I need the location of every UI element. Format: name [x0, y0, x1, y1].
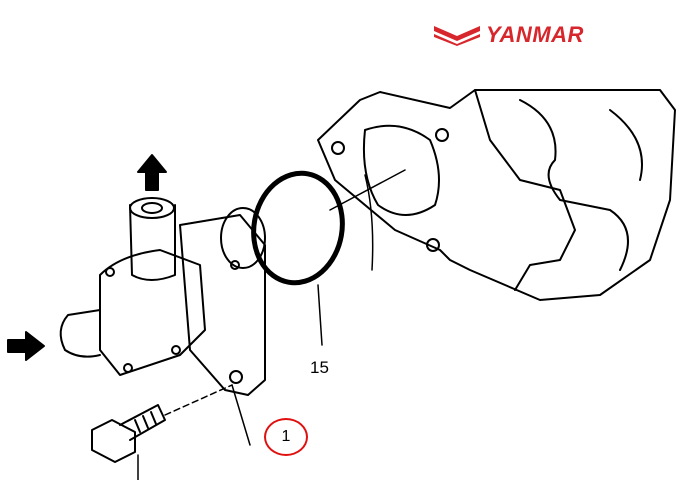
leader-line-15 [317, 284, 323, 346]
o-ring [251, 170, 345, 286]
thermostat-cover [59, 197, 266, 396]
yanmar-logo: YANMAR [434, 22, 584, 48]
bolt [91, 404, 166, 480]
leader-line-1 [231, 384, 251, 446]
yanmar-chevron-icon [434, 26, 480, 46]
flow-in-arrow-icon [7, 331, 45, 361]
callout-1-highlighted: 1 [264, 418, 308, 456]
callout-15: 15 [310, 358, 329, 377]
yanmar-logo-text: YANMAR [486, 22, 584, 47]
flow-out-arrow-icon [137, 154, 167, 191]
engine-housing [317, 89, 676, 301]
